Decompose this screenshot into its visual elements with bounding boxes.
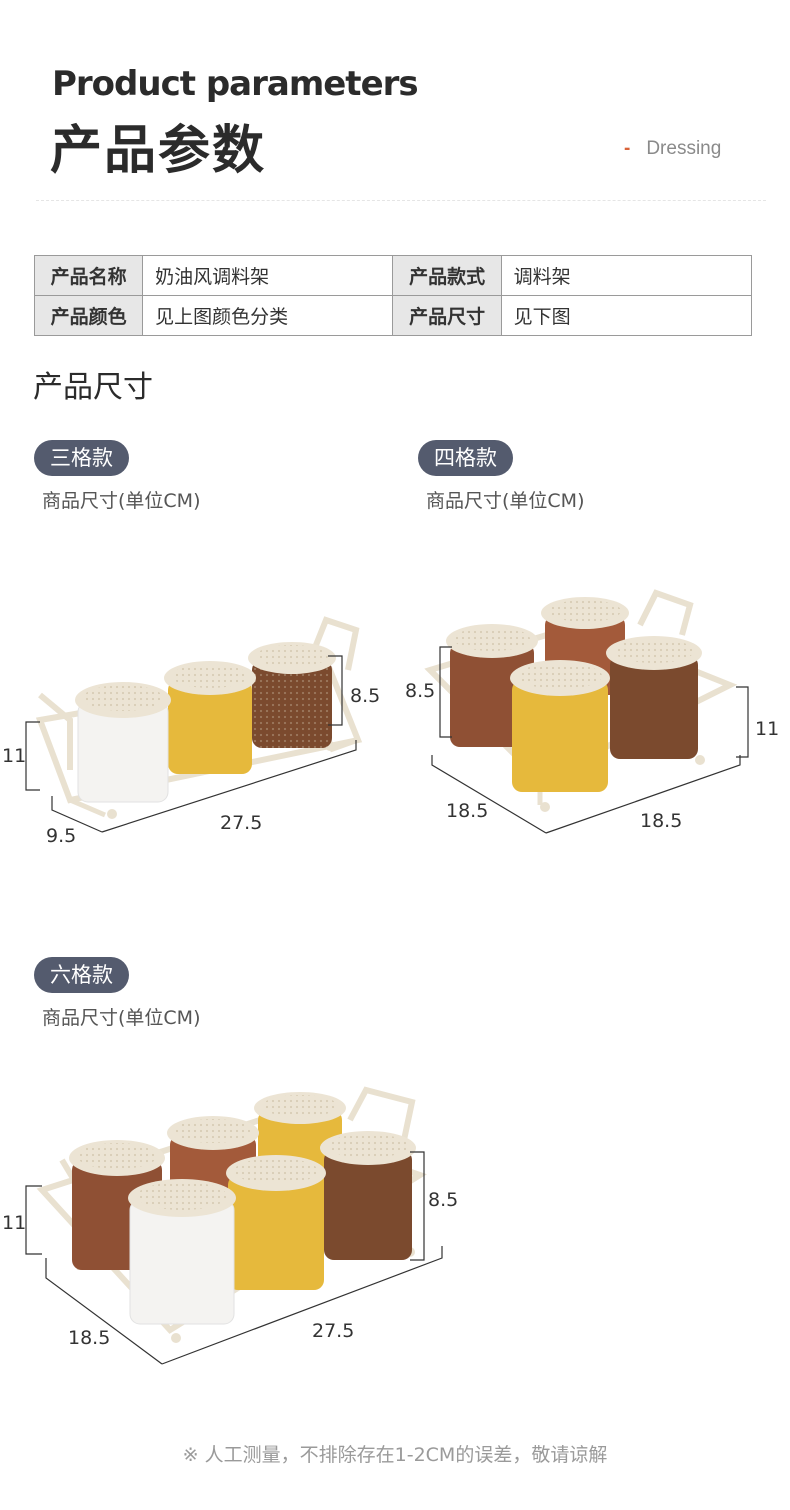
dim-jar-six: 8.5 [428,1189,459,1211]
param-value-name: 奶油风调料架 [142,255,394,296]
variant-pill-three: 三格款 [34,440,129,476]
six-jar-rack-illustration [25,1086,443,1365]
jar-yellow-front [510,660,610,792]
variant-pill-four: 四格款 [418,440,513,476]
title-chinese: 产品参数 [50,121,267,181]
dimension-lines [25,1151,443,1365]
param-key-size: 产品尺寸 [392,295,502,336]
jar-white [75,682,171,803]
param-value-size: 见下图 [500,295,753,336]
param-value-style: 调料架 [500,255,753,296]
four-jar-rack-illustration [424,589,749,834]
jar-front-right [320,1131,416,1260]
jar-yellow [164,661,256,774]
param-key-style: 产品款式 [392,255,502,296]
param-key-color: 产品颜色 [33,295,144,336]
variant-unit-three: 商品尺寸(单位CM) [42,490,201,512]
jar-brown-right [606,636,702,759]
header-divider [36,200,766,201]
table-row: 产品颜色 见上图颜色分类 产品尺寸 见下图 [33,295,753,336]
tag-label: Dressing [646,138,722,159]
dim-height-six: 11 [2,1212,27,1234]
dim-depth-four: 18.5 [446,800,489,822]
jar-front-mid [226,1155,326,1290]
variant-pill-six: 六格款 [34,957,129,993]
dim-depth-three: 9.5 [46,825,77,847]
jar-front-left [128,1179,236,1325]
dim-length-four: 18.5 [640,810,683,832]
param-key-name: 产品名称 [33,255,144,296]
dimension-lines [431,646,749,834]
dimension-lines [25,655,357,833]
variant-unit-six: 商品尺寸(单位CM) [42,1007,201,1029]
dim-length-three: 27.5 [220,812,263,834]
dim-height-three: 11 [2,745,27,767]
dim-height-four: 11 [755,718,780,740]
tag-dash: - [624,138,631,159]
three-jar-rack-illustration [25,616,363,833]
title-english: Product parameters [52,64,419,104]
size-section-title: 产品尺寸 [33,370,153,405]
table-row: 产品名称 奶油风调料架 产品款式 调料架 [33,255,753,296]
dim-jar-three: 8.5 [350,685,381,707]
dim-jar-four: 8.5 [405,680,436,702]
jar-brown [248,642,336,748]
variant-unit-four: 商品尺寸(单位CM) [426,490,585,512]
dim-depth-six: 18.5 [68,1327,111,1349]
param-value-color: 见上图颜色分类 [142,295,394,336]
params-table: 产品名称 奶油风调料架 产品款式 调料架 产品颜色 见上图颜色分类 产品尺寸 见… [33,255,753,336]
dim-length-six: 27.5 [312,1320,355,1342]
category-tag: -Dressing [624,138,721,160]
measurement-disclaimer: ※ 人工测量，不排除存在1-2CM的误差，敬请谅解 [182,1444,608,1466]
